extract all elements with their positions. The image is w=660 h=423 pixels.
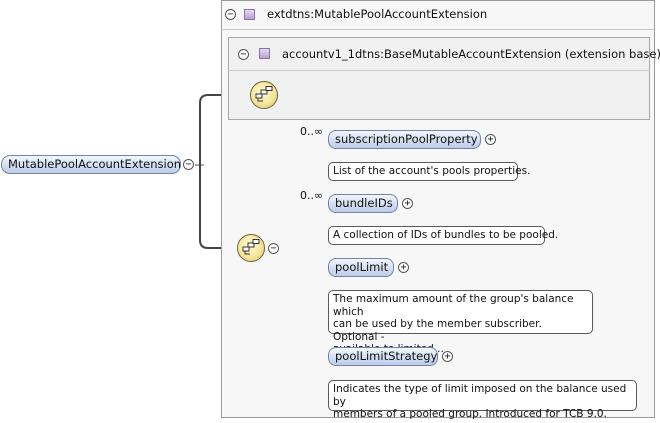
element-poolLimit[interactable]: poolLimit [328,258,394,277]
doc-bundleIDs: A collection of IDs of bundles to be poo… [328,226,558,245]
doc-line: The maximum amount of the group's balanc… [333,293,574,318]
extension-base-collapse-toggle[interactable]: − [238,49,249,60]
element-bundleIDs[interactable]: bundleIDs [328,194,398,213]
extension-title: extdtns:MutablePoolAccountExtension [267,7,488,21]
expand-toggle-poolLimit[interactable]: + [398,262,409,273]
root-collapse-toggle[interactable]: − [183,159,194,170]
sequence-collapse-toggle[interactable]: − [268,243,279,254]
expand-toggle-bundleIDs[interactable]: + [402,198,413,209]
base-sequence-compositor-icon[interactable] [250,81,278,109]
extension-base-title: accountv1_1dtns:BaseMutableAccountExtens… [282,47,660,61]
sequence-compositor-icon[interactable] [237,234,265,262]
doc-poolLimitStrategy: Indicates the type of limit imposed on t… [328,380,637,420]
root-element-node[interactable]: MutablePoolAccountExtension [1,155,181,174]
extension-base-box [228,37,650,120]
cardinality-label: 0..∞ [300,125,324,138]
element-subscriptionPoolProperty[interactable]: subscriptionPoolProperty [328,130,481,149]
doc-line: Indicates the type of limit imposed on t… [333,383,627,408]
complex-type-icon [259,48,270,59]
extension-title-bar [221,0,655,30]
doc-line: can be used by the member subscriber. Op… [333,318,542,343]
doc-poolLimit: The maximum amount of the group's balanc… [328,290,593,355]
extension-base-title-bar [228,37,650,71]
element-poolLimitStrategy[interactable]: poolLimitStrategy [328,347,438,366]
extension-collapse-toggle[interactable]: − [225,9,236,20]
complex-type-icon [244,9,255,20]
doc-line: members of a pooled group. Introduced fo… [333,408,607,420]
expand-toggle-subscriptionPoolProperty[interactable]: + [485,134,496,145]
doc-subscriptionPoolProperty: List of the account's pools properties. [328,162,530,181]
cardinality-label: 0..∞ [300,189,324,202]
expand-toggle-poolLimitStrategy[interactable]: + [442,351,453,362]
